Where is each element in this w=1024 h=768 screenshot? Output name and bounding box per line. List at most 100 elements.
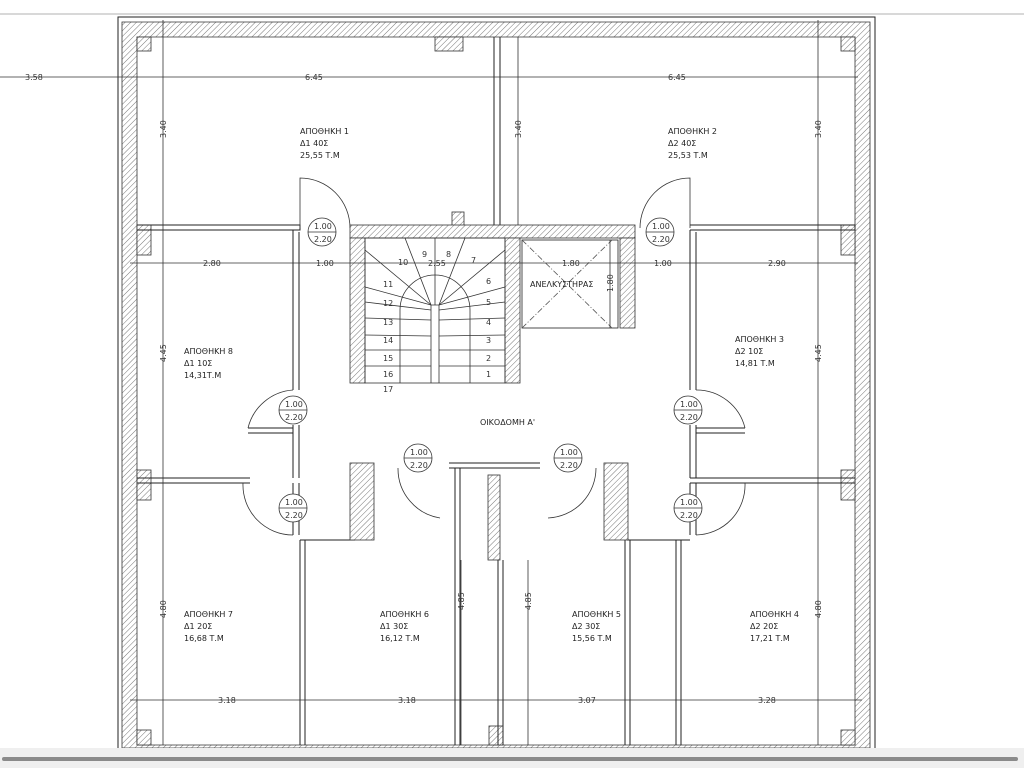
- svg-text:Δ2 10Σ: Δ2 10Σ: [735, 347, 763, 356]
- svg-text:11: 11: [383, 280, 393, 289]
- svg-text:1.00: 1.00: [652, 222, 670, 231]
- svg-text:16,12 Τ.Μ: 16,12 Τ.Μ: [380, 634, 420, 643]
- door-tag: 1.00 2.20: [278, 493, 308, 523]
- svg-text:13: 13: [383, 318, 393, 327]
- door-tag: 1.00 2.20: [278, 395, 308, 425]
- dim-text: 2.90: [768, 259, 786, 268]
- room-label-8: ΑΠΟΘΗΚΗ 8 Δ1 10Σ 14,31Τ.Μ: [184, 347, 233, 380]
- room-label-4: ΑΠΟΘΗΚΗ 4 Δ2 20Σ 17,21 Τ.Μ: [750, 610, 799, 643]
- svg-text:Δ1 20Σ: Δ1 20Σ: [184, 622, 212, 631]
- svg-text:15: 15: [383, 354, 393, 363]
- dim-text: 4.85: [524, 592, 533, 610]
- door-tags: 1.00 2.20 1.00 2.20 1.00 2.20 1.00 2.20 1.00 2.20…: [278, 217, 703, 523]
- svg-text:Δ1 10Σ: Δ1 10Σ: [184, 359, 212, 368]
- svg-text:14: 14: [383, 336, 393, 345]
- dim-text: 4.80: [814, 600, 823, 618]
- svg-text:2.20: 2.20: [285, 413, 303, 422]
- svg-text:14,81 Τ.Μ: 14,81 Τ.Μ: [735, 359, 775, 368]
- dimension-labels: 3.58 6.45 6.45 2.80 1.00 2.55 1.80 1.00 …: [25, 73, 823, 705]
- dim-text: 4.80: [159, 600, 168, 618]
- svg-text:15,56 Τ.Μ: 15,56 Τ.Μ: [572, 634, 612, 643]
- dim-text: 3.40: [159, 120, 168, 138]
- door-tag: 1.00 2.20: [645, 217, 675, 247]
- door-tag: 1.00 2.20: [403, 443, 433, 473]
- dim-text: 4.85: [457, 592, 466, 610]
- svg-text:5: 5: [486, 298, 491, 307]
- door-tag: 1.00 2.20: [307, 217, 337, 247]
- svg-text:1.00: 1.00: [285, 400, 303, 409]
- floor-plan: 3.58 6.45 6.45 2.80 1.00 2.55 1.80 1.00 …: [0, 16, 876, 748]
- svg-text:6: 6: [486, 277, 491, 286]
- svg-text:1.00: 1.00: [680, 498, 698, 507]
- svg-text:14,31Τ.Μ: 14,31Τ.Μ: [184, 371, 221, 380]
- horizontal-scrollbar[interactable]: [0, 748, 1024, 768]
- room-label-2: ΑΠΟΘΗΚΗ 2 Δ2 40Σ 25,53 Τ.Μ: [668, 127, 717, 160]
- columns: [136, 36, 856, 746]
- room-label-3: ΑΠΟΘΗΚΗ 3 Δ2 10Σ 14,81 Τ.Μ: [735, 335, 784, 368]
- dim-text: 3.18: [398, 696, 416, 705]
- building-label: ΟΙΚΟΔΟΜΗ Α': [480, 418, 535, 427]
- staircase: [364, 237, 506, 384]
- dim-text: 3.07: [578, 696, 596, 705]
- svg-text:2.20: 2.20: [560, 461, 578, 470]
- dim-text: 6.45: [668, 73, 686, 82]
- svg-text:1.00: 1.00: [680, 400, 698, 409]
- svg-text:2: 2: [486, 354, 491, 363]
- svg-text:1.00: 1.00: [560, 448, 578, 457]
- svg-text:ΑΠΟΘΗΚΗ 3: ΑΠΟΘΗΚΗ 3: [735, 335, 784, 344]
- svg-text:Δ1 30Σ: Δ1 30Σ: [380, 622, 408, 631]
- svg-text:3: 3: [486, 336, 491, 345]
- elevator-label: ΑΝΕΛΚΥΣΤΗΡΑΣ: [530, 280, 593, 289]
- svg-text:1: 1: [486, 370, 491, 379]
- svg-text:7: 7: [471, 256, 476, 265]
- svg-text:1.00: 1.00: [314, 222, 332, 231]
- svg-text:2.20: 2.20: [680, 511, 698, 520]
- scrollbar-thumb[interactable]: [2, 757, 1018, 761]
- svg-text:2.20: 2.20: [680, 413, 698, 422]
- svg-text:12: 12: [383, 299, 393, 308]
- svg-text:ΑΠΟΘΗΚΗ 4: ΑΠΟΘΗΚΗ 4: [750, 610, 799, 619]
- dim-text: 3.58: [25, 73, 43, 82]
- svg-text:ΑΠΟΘΗΚΗ 2: ΑΠΟΘΗΚΗ 2: [668, 127, 717, 136]
- elevator-shaft: [521, 239, 619, 329]
- door-tag: 1.00 2.20: [673, 493, 703, 523]
- svg-text:10: 10: [398, 258, 408, 267]
- svg-text:4: 4: [486, 318, 491, 327]
- svg-text:2.20: 2.20: [285, 511, 303, 520]
- dim-text: 3.18: [218, 696, 236, 705]
- svg-text:Δ2 40Σ: Δ2 40Σ: [668, 139, 696, 148]
- svg-text:1.00: 1.00: [285, 498, 303, 507]
- svg-text:2.20: 2.20: [652, 235, 670, 244]
- dim-text: 3.40: [814, 120, 823, 138]
- svg-text:2.20: 2.20: [410, 461, 428, 470]
- door-tag: 1.00 2.20: [553, 443, 583, 473]
- svg-text:17,21 Τ.Μ: 17,21 Τ.Μ: [750, 634, 790, 643]
- svg-text:2.20: 2.20: [314, 235, 332, 244]
- dim-text: 2.80: [203, 259, 221, 268]
- svg-text:Δ1 40Σ: Δ1 40Σ: [300, 139, 328, 148]
- svg-text:16,68 Τ.Μ: 16,68 Τ.Μ: [184, 634, 224, 643]
- dim-text: 3.40: [514, 120, 523, 138]
- svg-text:25,53 Τ.Μ: 25,53 Τ.Μ: [668, 151, 708, 160]
- svg-text:17: 17: [383, 385, 393, 394]
- top-border: [0, 13, 1024, 15]
- dim-text: 4.45: [159, 344, 168, 362]
- svg-text:ΑΠΟΘΗΚΗ 5: ΑΠΟΘΗΚΗ 5: [572, 610, 621, 619]
- svg-text:ΑΠΟΘΗΚΗ 7: ΑΠΟΘΗΚΗ 7: [184, 610, 233, 619]
- svg-text:1.00: 1.00: [410, 448, 428, 457]
- svg-text:ΑΠΟΘΗΚΗ 8: ΑΠΟΘΗΚΗ 8: [184, 347, 233, 356]
- outer-frame: [117, 16, 876, 748]
- dim-text: 1.80: [606, 274, 615, 292]
- svg-text:16: 16: [383, 370, 393, 379]
- svg-text:Δ2 20Σ: Δ2 20Σ: [750, 622, 778, 631]
- svg-text:8: 8: [446, 250, 451, 259]
- dim-text: 1.00: [316, 259, 334, 268]
- svg-text:ΑΠΟΘΗΚΗ 1: ΑΠΟΘΗΚΗ 1: [300, 127, 349, 136]
- partition-walls: [137, 37, 856, 745]
- dim-text: 1.80: [562, 259, 580, 268]
- room-label-7: ΑΠΟΘΗΚΗ 7 Δ1 20Σ 16,68 Τ.Μ: [184, 610, 233, 643]
